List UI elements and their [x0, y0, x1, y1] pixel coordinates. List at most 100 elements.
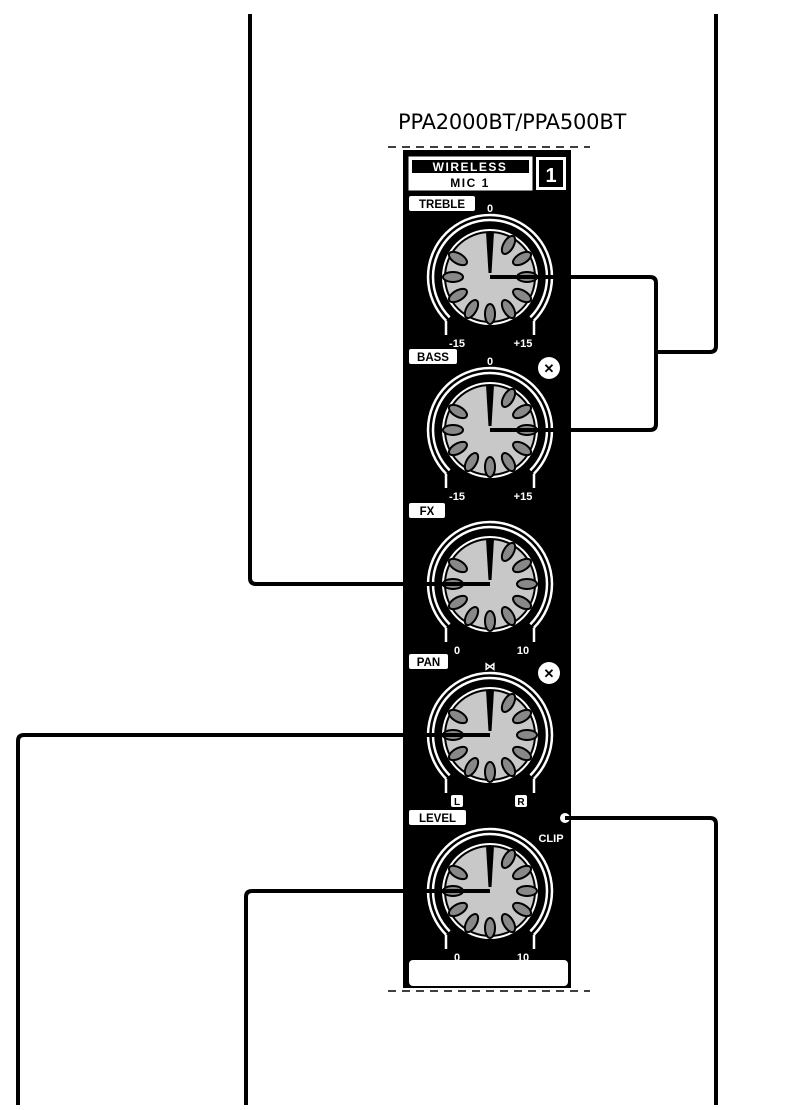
callout-level — [244, 889, 490, 1105]
knob-scale-ring-outer — [426, 520, 554, 629]
knob-scale-ring-inner — [431, 218, 549, 319]
knob-label: LEVEL — [419, 813, 456, 825]
knob-scale-ring-outer — [426, 366, 554, 475]
knob-scale-ring-outer — [426, 213, 554, 322]
knob-grip — [512, 287, 533, 304]
knob-min-label: 0 — [454, 645, 460, 657]
channel-name-line1: WIRELESS — [433, 160, 508, 174]
knob-label: PAN — [417, 657, 440, 669]
knob-pointer — [486, 539, 494, 580]
knob-grip — [484, 456, 496, 478]
knob-grip — [512, 745, 533, 762]
knob-grip — [442, 424, 464, 436]
knob-grip — [484, 610, 496, 632]
knob-label-box — [409, 349, 457, 364]
knob-grip — [447, 594, 468, 611]
knob-label-box — [409, 196, 475, 211]
knob-pointer — [486, 690, 494, 731]
callout-clip — [565, 816, 718, 1105]
knob-grip — [447, 708, 468, 725]
knob-grip — [500, 913, 517, 934]
knob-grip — [500, 541, 517, 562]
knob-grip — [447, 557, 468, 574]
knob-grip — [500, 452, 517, 473]
knob-scale-ring-inner — [431, 832, 549, 933]
knob-grip — [463, 606, 480, 627]
knob-grip — [500, 234, 517, 255]
knob-grip — [484, 917, 496, 939]
knob-min-label: 0 — [454, 952, 460, 964]
knob-center-mark: 0 — [487, 203, 493, 215]
knob-scale-ring-inner — [431, 371, 549, 472]
knob-grip — [447, 403, 468, 420]
knob-pointer — [486, 385, 494, 426]
knob-grip — [516, 885, 538, 897]
knob-grip — [500, 848, 517, 869]
knob-grip — [512, 403, 533, 420]
knob-min-label: -15 — [449, 338, 465, 350]
badge-x-icon: ✕ — [544, 666, 555, 681]
channel-number-inner — [539, 160, 563, 187]
knob-grip — [463, 757, 480, 778]
knob-grip — [516, 578, 538, 590]
knob-grip — [500, 387, 517, 408]
knob-label: TREBLE — [419, 199, 465, 211]
knob-grip — [512, 440, 533, 457]
knob-grip — [442, 271, 464, 283]
knob-grip — [500, 692, 517, 713]
knob-pointer — [486, 232, 494, 273]
knob-grip — [516, 729, 538, 741]
knob-grip — [447, 440, 468, 457]
knob-grip — [447, 287, 468, 304]
callout-pan — [16, 733, 490, 1105]
knob-scale-ring-outer — [426, 671, 554, 780]
knob-pointer — [486, 846, 494, 887]
knob-label: BASS — [417, 352, 449, 364]
callout-eq-bracket — [490, 275, 658, 432]
stereo-link-badge — [538, 357, 560, 379]
stereo-link-badge — [538, 662, 560, 684]
knob-max-box — [515, 795, 527, 807]
knob-grip — [447, 745, 468, 762]
knob-grip — [512, 708, 533, 725]
channel-name-band — [412, 160, 529, 173]
knob-grip — [484, 761, 496, 783]
badge-x-icon: ✕ — [544, 361, 555, 376]
knob-max-label: +15 — [514, 491, 533, 503]
knob-grip — [500, 606, 517, 627]
knob-label-box — [409, 654, 448, 669]
callout-eq-trunk — [656, 14, 718, 354]
knob-grip — [447, 901, 468, 918]
channel-name-line2: MIC 1 — [450, 176, 490, 190]
channel-number: 1 — [545, 165, 556, 187]
clip-label: CLIP — [538, 833, 563, 845]
knob-label-box — [409, 810, 466, 825]
knob-scale-ring-inner — [431, 676, 549, 777]
model-title: PPA2000BT/PPA500BT — [398, 110, 627, 134]
knob-grip — [512, 594, 533, 611]
knob-grip — [500, 299, 517, 320]
knob-min-box — [451, 795, 463, 807]
knob-grip — [512, 864, 533, 881]
callout-fx — [248, 14, 490, 586]
knob-min-label: -15 — [449, 491, 465, 503]
knob-grip — [500, 757, 517, 778]
knob-scale-ring-outer — [426, 827, 554, 936]
knob-grip — [463, 299, 480, 320]
knob-grip — [512, 250, 533, 267]
scribble-strip — [409, 960, 568, 986]
knob-max-label: 10 — [517, 645, 529, 657]
knob-grip — [512, 901, 533, 918]
knob-grip — [484, 303, 496, 325]
knob-grip — [447, 864, 468, 881]
knob-center-mark: ⋈ — [485, 661, 496, 673]
knob-grip — [512, 557, 533, 574]
knob-min-label: L — [454, 797, 460, 808]
knob-label-box — [409, 503, 445, 518]
knob-max-label: +15 — [514, 338, 533, 350]
knob-label: FX — [420, 506, 435, 518]
knob-scale-ring-inner — [431, 525, 549, 626]
knob-max-label: R — [517, 797, 525, 808]
knob-grip — [463, 452, 480, 473]
